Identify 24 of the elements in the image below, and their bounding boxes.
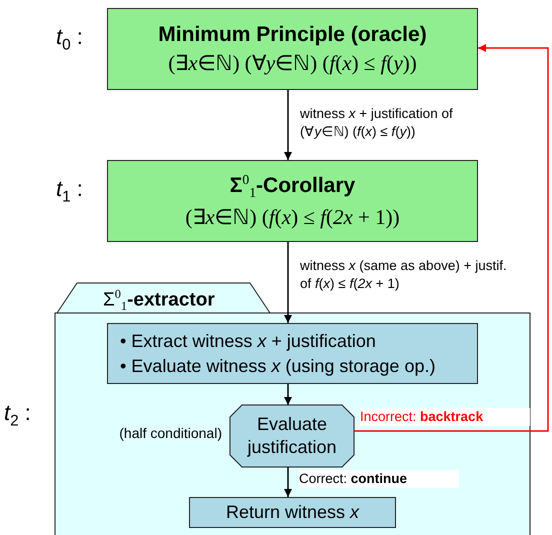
arrow [284,90,292,160]
time-label: t$_{1}$ : [56,176,83,206]
arrow [284,242,292,323]
arrow [354,44,549,432]
formula: (∃x∈ℕ) (∀y∈ℕ) (f(x) ≤ f(y)) [168,50,417,76]
bullet-item: • Extract witness x + justification [120,330,377,352]
arrow [284,384,292,405]
statement-title: Minimum Principle (oracle) [158,22,427,46]
bullet-item: • Evaluate witness x (using storage op.) [120,356,436,376]
statement-box [107,160,478,242]
formula: (∃x∈ℕ) (f(x) ≤ f(2x + 1)) [185,205,400,230]
statement-title: Σ$^{0}$$_{1}$-Corollary [230,172,356,202]
edge-label: Incorrect: backtrack [360,408,530,426]
module-title: Σ$^{0}$$_{1}$-extractor [103,287,215,314]
process-text: Return witness x [226,502,360,523]
edge-label: Correct: continue [299,470,459,488]
side-note: (half conditional) [119,425,222,441]
time-label: t$_{2}$ : [4,400,31,430]
process-box [189,497,396,528]
decision-text: Evaluate justification [246,412,338,459]
arrow [284,467,292,497]
process-box [107,323,478,384]
statement-box [107,8,478,90]
time-label: t$_{0}$ : [56,24,83,54]
